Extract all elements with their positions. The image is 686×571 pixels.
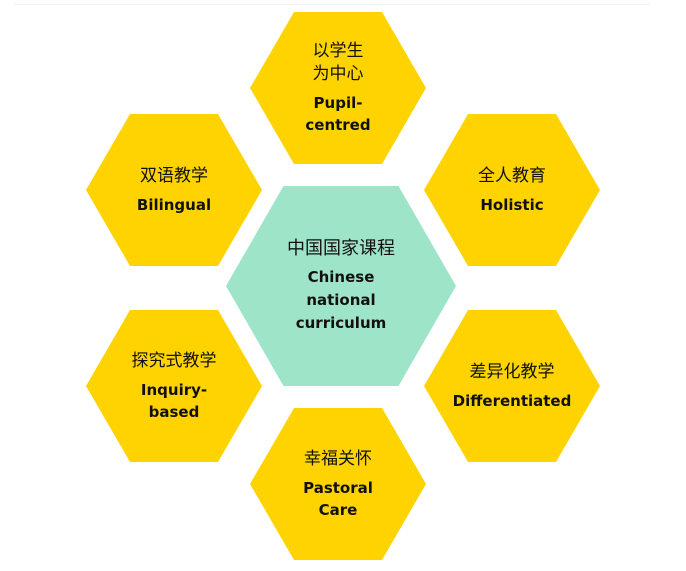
hex-label-zh: 探究式教学 [131, 350, 217, 371]
hex-label-zh: 以学生 为中心 [312, 41, 364, 84]
hex-chinese-national-curriculum: 中国国家课程 Chinese national curriculum [226, 186, 456, 386]
top-divider [14, 4, 650, 5]
hex-differentiated: 差异化教学 Differentiated [424, 310, 600, 462]
hex-bilingual: 双语教学 Bilingual [86, 114, 262, 266]
hex-label-en: Holistic [480, 195, 544, 214]
hex-label-en: Pastoral Care [303, 478, 373, 519]
hex-label-en: Pupil- centred [305, 94, 371, 134]
hex-pastoral-care: 幸福关怀 Pastoral Care [250, 408, 426, 560]
center-label-en: Chinese national curriculum [295, 268, 387, 332]
hex-label-en: Differentiated [452, 391, 572, 410]
hex-label-zh: 双语教学 [140, 165, 208, 186]
hex-holistic: 全人教育 Holistic [424, 114, 600, 266]
hex-label-zh: 全人教育 [478, 165, 546, 186]
hex-label-en: Inquiry- based [140, 380, 208, 421]
hex-label-en: Bilingual [136, 195, 212, 214]
hex-pupil-centred: 以学生 为中心 Pupil- centred [250, 12, 426, 164]
center-label-zh: 中国国家课程 [287, 238, 395, 259]
hex-label-zh: 差异化教学 [469, 361, 555, 382]
hex-label-zh: 幸福关怀 [304, 448, 372, 469]
hex-inquiry-based: 探究式教学 Inquiry- based [86, 310, 262, 462]
